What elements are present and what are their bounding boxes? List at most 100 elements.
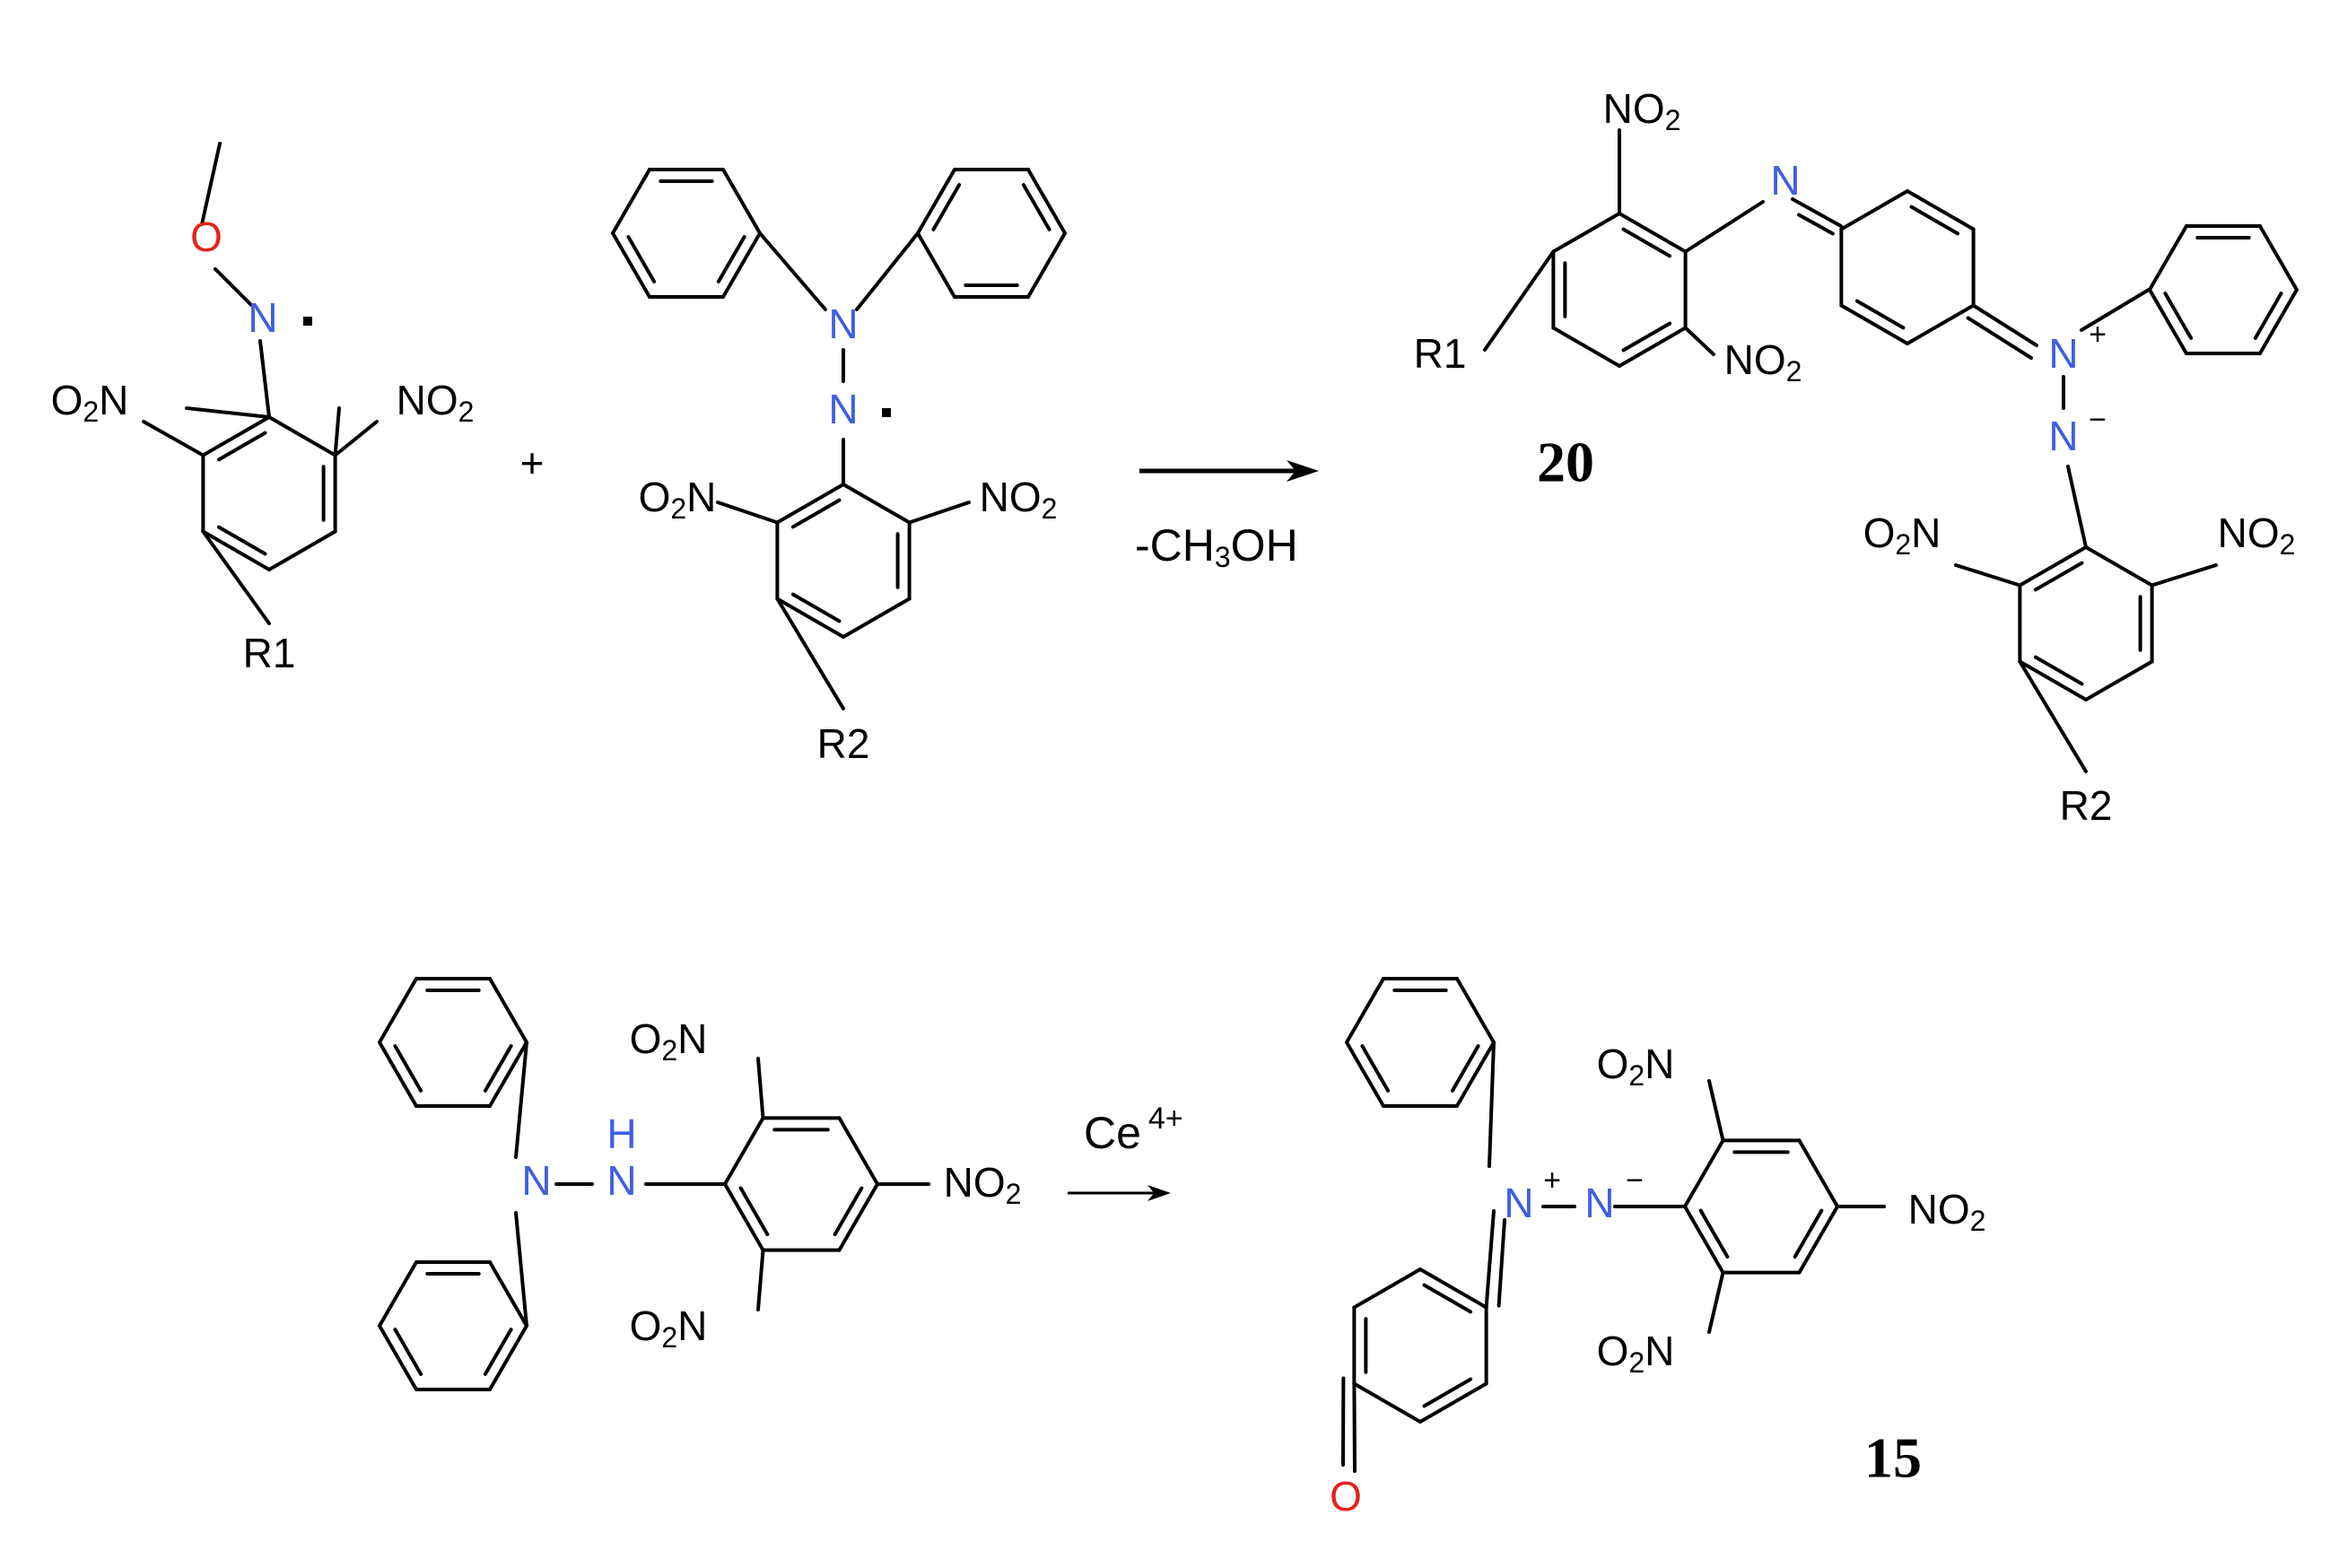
double-bond xyxy=(1698,1208,1730,1259)
ring-bond xyxy=(2084,545,2154,588)
ring-bond xyxy=(378,976,418,1044)
ring-bond xyxy=(488,1259,528,1328)
oxygen-label: O xyxy=(190,213,222,260)
ring-bond xyxy=(723,1116,765,1186)
ring-bond xyxy=(201,415,271,457)
ring-bond xyxy=(1618,326,1688,368)
ring-bond xyxy=(1455,976,1496,1044)
no2-label: NO2 xyxy=(1908,1186,1986,1237)
ring-bond xyxy=(842,597,912,639)
ring-bond xyxy=(1797,1138,1839,1208)
bond xyxy=(855,231,920,311)
ring-bond xyxy=(837,1116,879,1186)
bond xyxy=(907,501,971,525)
double-bond xyxy=(393,1044,423,1093)
plus-charge: + xyxy=(2089,318,2107,352)
double-bond xyxy=(790,498,842,529)
arrow-head xyxy=(1147,1185,1171,1201)
no2-label: NO2 xyxy=(2218,510,2296,561)
bond xyxy=(185,406,271,419)
o2n-label: O2N xyxy=(1863,510,1941,561)
bond xyxy=(214,267,253,307)
ring-bond xyxy=(488,976,528,1044)
ring-bond xyxy=(723,1182,765,1252)
no2-label: NO2 xyxy=(397,377,475,428)
ring-bond xyxy=(721,231,762,300)
bond xyxy=(200,142,222,226)
ring-bond xyxy=(1839,303,1909,345)
double-bond xyxy=(738,1186,770,1237)
bond xyxy=(2150,563,2218,588)
ring-bond xyxy=(1551,326,1621,368)
bond xyxy=(2080,288,2151,332)
ring-bond xyxy=(1906,303,1976,345)
plus-sign: + xyxy=(520,440,545,486)
nitrogen-label: N xyxy=(2048,330,2078,377)
bond xyxy=(716,501,780,525)
bond xyxy=(258,339,271,419)
ring-bond xyxy=(1683,1205,1725,1275)
nitrogen-label: N xyxy=(248,294,277,341)
ring-bond xyxy=(267,415,337,457)
double-bond xyxy=(2253,292,2283,340)
o2n-label: O2N xyxy=(1597,1328,1675,1379)
double-bond xyxy=(626,235,657,283)
ring-bond xyxy=(488,1041,528,1109)
bond xyxy=(333,406,341,457)
ring-bond xyxy=(1906,189,1976,231)
bond xyxy=(1707,1270,1725,1334)
ring-bond xyxy=(842,483,912,525)
product-number-20: 20 xyxy=(1537,431,1594,494)
bond xyxy=(1683,326,1715,356)
r2-label: R2 xyxy=(817,720,870,767)
hydrogen-label: H xyxy=(606,1111,636,1157)
ring-bond xyxy=(2084,659,2154,701)
double-bond xyxy=(1854,299,1906,330)
ring-bond xyxy=(916,231,956,300)
ring-bond xyxy=(488,1324,528,1392)
ring-bond xyxy=(837,1182,879,1252)
bond xyxy=(1954,563,2022,588)
double-bond xyxy=(2163,292,2194,340)
oxygen-label: O xyxy=(1330,1473,1362,1520)
ring-bond xyxy=(1352,1267,1422,1310)
o2n-label: O2N xyxy=(639,474,717,525)
double-bond xyxy=(2033,655,2084,686)
nitrogen-label: N xyxy=(1504,1180,1533,1226)
o2n-label: O2N xyxy=(630,1015,708,1067)
ring-bond xyxy=(1455,1041,1496,1109)
ring-bond xyxy=(1551,212,1621,254)
bond xyxy=(1791,197,1843,228)
o2n-label: O2N xyxy=(1597,1041,1675,1092)
ring-bond xyxy=(1418,1267,1488,1310)
bond-lines xyxy=(142,128,2299,1473)
no2-label: NO2 xyxy=(1603,85,1681,136)
radical-dot xyxy=(303,317,312,326)
ring-bond xyxy=(1352,1381,1422,1424)
ring-bond xyxy=(2148,288,2188,356)
double-bond xyxy=(1021,183,1051,231)
double-bond xyxy=(1621,321,1672,353)
bond xyxy=(1496,1218,1506,1308)
ring-bond xyxy=(378,1259,418,1328)
bond xyxy=(1352,1381,1357,1473)
ring-bond xyxy=(2258,223,2299,292)
double-bond xyxy=(216,431,267,462)
o2n-label: O2N xyxy=(51,377,129,428)
double-bond xyxy=(790,592,842,623)
bond xyxy=(1484,1209,1496,1310)
double-bond xyxy=(1909,205,1960,236)
bond xyxy=(758,231,827,311)
bond xyxy=(1488,1041,1496,1168)
ring-bond xyxy=(1618,212,1688,254)
double-bond xyxy=(216,525,267,556)
double-bond xyxy=(1422,1283,1473,1314)
nitrogen-label: N xyxy=(828,301,858,347)
double-bond xyxy=(1422,1377,1473,1408)
no2-label: NO2 xyxy=(980,474,1058,525)
ring-bond xyxy=(201,529,271,571)
